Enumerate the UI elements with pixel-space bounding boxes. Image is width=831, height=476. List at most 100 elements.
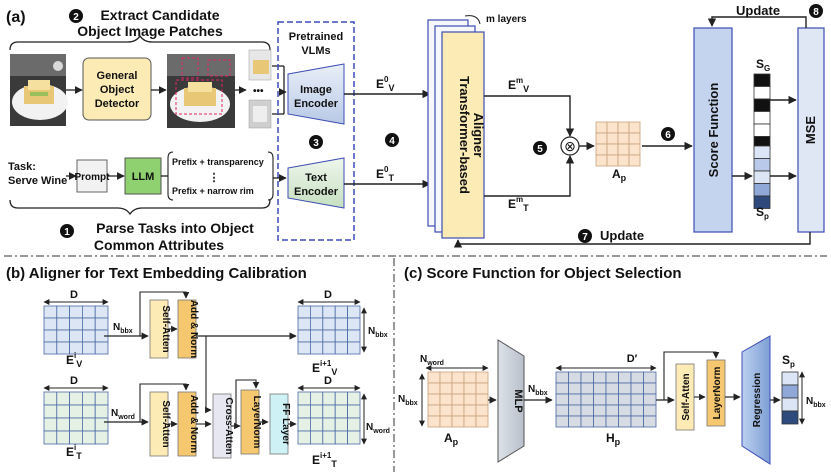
grid-eiv-cell (56, 329, 70, 343)
pretrained-vlms-box (277, 21, 355, 241)
extract-brace (9, 34, 271, 51)
sg-vector (753, 73, 771, 150)
update-arrow-bottom (453, 232, 811, 248)
grid-eiv-cell (94, 305, 109, 319)
grid-ap-c-cell (451, 404, 465, 417)
grid-eiv-next-cell (347, 305, 361, 319)
otimes-symbol: ⊗ (564, 138, 576, 154)
c-dprime-label: D′ (627, 353, 638, 365)
m-layers-label: m layers (486, 14, 527, 25)
grid-ap-a-cell (595, 121, 608, 134)
grid-hp-cell (605, 371, 619, 384)
grid-eiv-next-cell (347, 317, 361, 331)
c-layernorm-label: LayerNorm (712, 367, 723, 420)
grid-hp-cell (618, 415, 632, 428)
grid-hp-cell (643, 371, 657, 384)
grid-ap-a-cell (595, 154, 608, 167)
prompt-box (76, 159, 108, 193)
grid-hp-cell (630, 382, 644, 395)
grid-eiv-next-cell (347, 341, 361, 355)
step-6-number: 6 (665, 130, 671, 141)
detected-photo (167, 54, 235, 128)
c-nword-label: Nword (420, 354, 444, 367)
grid-eit-next-cell (297, 430, 311, 445)
prefix-bracket-left (167, 151, 174, 201)
pretrained-label-line2: VLMs (301, 45, 330, 57)
step-7-number: 7 (582, 232, 588, 243)
grid-eit-cell (56, 391, 70, 406)
step-4-badge (385, 133, 399, 147)
c-ap-matrix (427, 371, 489, 428)
input-photo (10, 54, 68, 126)
vec-sp-a-cell (753, 183, 771, 197)
b-d-label-2: D (324, 289, 332, 301)
b-add-norm-t-label: Add & Norm (188, 395, 199, 453)
grid-ap-c-cell (475, 393, 489, 406)
grid-ap-c-cell (463, 415, 477, 428)
grid-eiv-next-cell (297, 329, 311, 343)
grid-eiv-next-cell (347, 329, 361, 343)
step-5-badge (533, 141, 547, 155)
grid-ap-c-cell (427, 371, 441, 384)
prefix-bracket-right (267, 151, 274, 201)
step-8-badge (809, 4, 823, 18)
extract-title-line1: Extract Candidate (100, 7, 219, 23)
image-encoder-line2: Encoder (294, 98, 339, 110)
b-nbbx-label-2: Nbbx (368, 326, 388, 339)
grid-ap-c-cell (451, 415, 465, 428)
b-d-label-1: D (70, 289, 78, 301)
step-8-number: 8 (813, 7, 819, 18)
grid-hp-cell (618, 382, 632, 395)
grid-hp-cell (580, 415, 594, 428)
grid-ap-c-cell (427, 382, 441, 395)
grid-hp-cell (605, 415, 619, 428)
grid-eiv-next-cell (334, 329, 349, 343)
vec-sp-a-cell (753, 170, 771, 184)
update-bottom-label: Update (600, 228, 644, 243)
c-regression-trapezoid (741, 335, 771, 465)
grid-hp-cell (643, 393, 657, 406)
vec-sg-cell (753, 111, 771, 125)
grid-eiv-next-cell (322, 317, 336, 331)
grid-hp-cell (568, 404, 582, 417)
grid-eit-cell (43, 430, 58, 445)
grid-ap-c-cell (427, 415, 441, 428)
grid-ap-a-cell (628, 121, 641, 134)
task-label-line2: Serve Wine (8, 175, 67, 187)
c-ap-label: Ap (444, 431, 459, 447)
grid-eiv-cell (56, 305, 70, 319)
mse-box (797, 27, 825, 233)
eit-next-label: Ei+1T (312, 451, 337, 469)
grid-ap-c-cell (475, 382, 489, 395)
extract-title-line2: Object Image Patches (77, 23, 223, 39)
grid-eiv-cell (82, 305, 96, 319)
grid-hp-cell (555, 415, 569, 428)
b-nword-label-2: Nword (366, 422, 390, 435)
grid-eit-next-cell (322, 404, 336, 419)
c-mlp-trapezoid (497, 339, 525, 463)
grid-ap-a-cell (606, 154, 619, 167)
grid-hp-cell (605, 382, 619, 395)
grid-ap-c-cell (451, 393, 465, 406)
grid-ap-a-cell (595, 143, 608, 156)
grid-eiv-cell (43, 329, 58, 343)
grid-ap-a-cell (617, 121, 630, 134)
grid-eit-next-cell (334, 417, 349, 432)
grid-hp-cell (593, 393, 607, 406)
grid-eit-cell (94, 391, 109, 406)
grid-hp-cell (643, 382, 657, 395)
grid-eit-cell (82, 391, 96, 406)
c-nbbx-label-2: Nbbx (528, 384, 548, 397)
grid-ap-c-cell (439, 371, 453, 384)
grid-hp-cell (630, 393, 644, 406)
grid-hp-cell (630, 371, 644, 384)
grid-ap-a-cell (628, 132, 641, 145)
c-layernorm (706, 359, 726, 427)
grid-hp-cell (555, 404, 569, 417)
c-sp-vector (781, 371, 799, 425)
vec-sp-c-cell (781, 371, 799, 386)
grid-eit-cell (94, 417, 109, 432)
grid-ap-a-cell (595, 132, 608, 145)
grid-hp-cell (593, 404, 607, 417)
grid-hp-cell (593, 415, 607, 428)
